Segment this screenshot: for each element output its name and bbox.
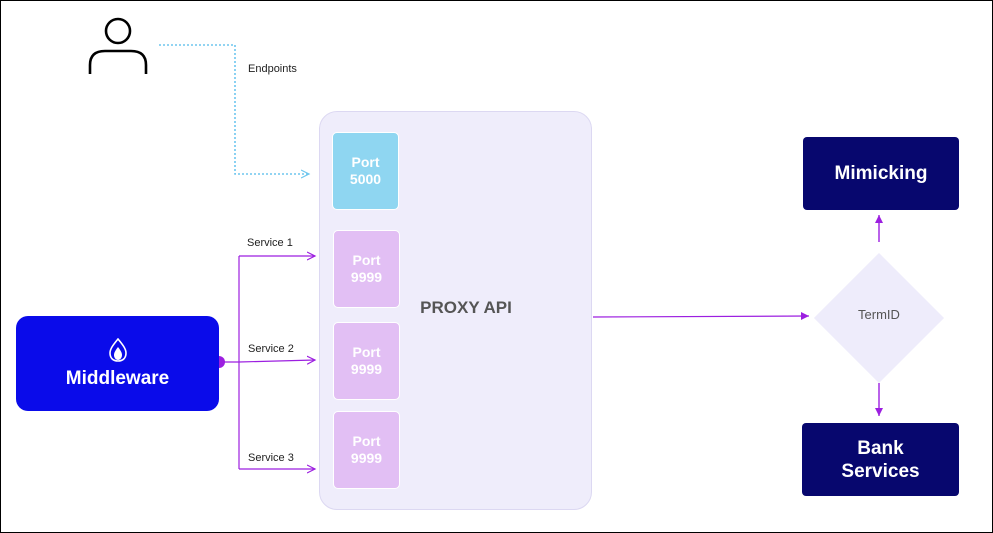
user-icon <box>88 17 148 74</box>
port-9999-node-3[interactable]: Port 9999 <box>333 411 400 489</box>
mimicking-node[interactable]: Mimicking <box>803 137 959 210</box>
proxy-to-termid-connector <box>592 312 810 321</box>
middleware-label: Middleware <box>65 367 170 389</box>
port-9999-2-line2: 9999 <box>350 361 383 377</box>
port-5000-line2: 5000 <box>349 171 382 187</box>
termid-label: TermID <box>858 307 900 322</box>
endpoints-connector <box>159 44 309 174</box>
port-9999-1-line2: 9999 <box>350 269 383 285</box>
port-9999-3-line1: Port <box>352 433 381 449</box>
port-5000-line1: Port <box>351 154 380 170</box>
service2-connector <box>238 360 315 362</box>
service2-label: Service 2 <box>248 343 294 355</box>
port-9999-node-2[interactable]: Port 9999 <box>333 322 400 400</box>
proxy-api-label: PROXY API <box>420 298 512 317</box>
service3-label: Service 3 <box>248 452 294 464</box>
port-9999-node-1[interactable]: Port 9999 <box>333 230 400 308</box>
bank-services-node[interactable]: Bank Services <box>802 423 959 496</box>
bank-services-line2: Services <box>841 460 920 482</box>
bank-services-line1: Bank <box>857 437 904 459</box>
service1-label: Service 1 <box>247 237 293 249</box>
flame-logo-icon <box>108 337 127 362</box>
mimicking-label: Mimicking <box>834 163 928 184</box>
port-9999-2-line1: Port <box>352 344 381 360</box>
middleware-node[interactable]: Middleware <box>16 316 219 411</box>
port-9999-3-line2: 9999 <box>350 450 383 466</box>
port-5000-node[interactable]: Port 5000 <box>332 132 399 210</box>
endpoints-label: Endpoints <box>248 63 297 75</box>
port-9999-1-line1: Port <box>352 252 381 268</box>
